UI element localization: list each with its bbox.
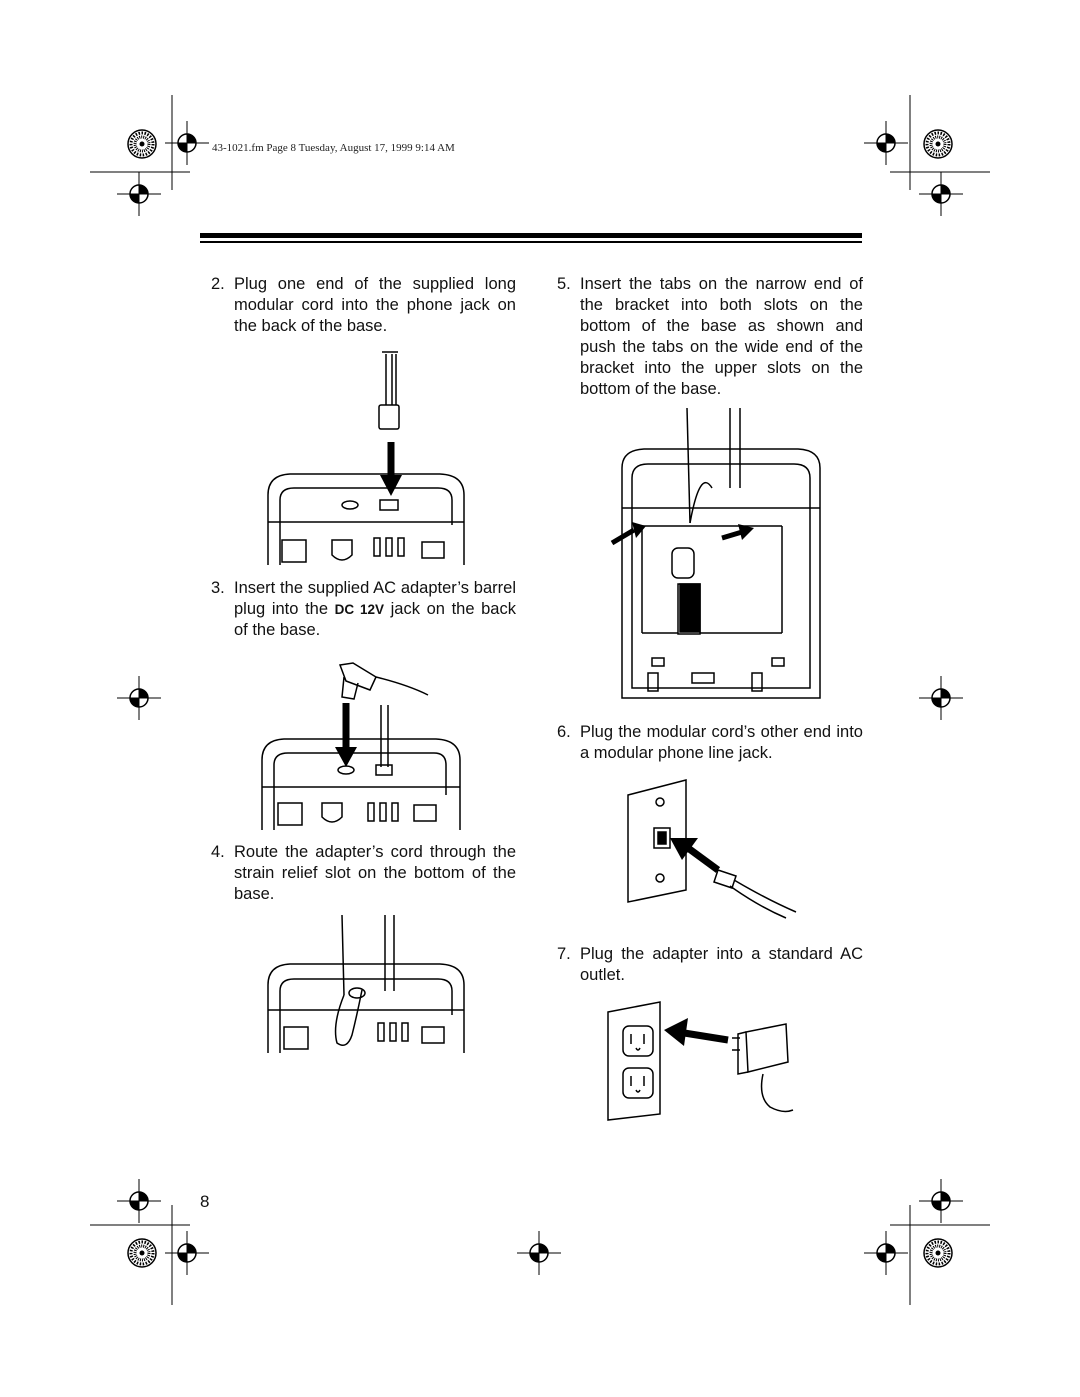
step-4: 4. Route the adapter’s cord through the … xyxy=(211,842,516,905)
step-text: Route the adapter’s cord through the str… xyxy=(234,843,516,903)
step-6: 6. Plug the modular cord’s other end int… xyxy=(557,722,863,764)
registration-mark-icon xyxy=(918,1178,964,1224)
step-number: 3. xyxy=(211,579,225,597)
bracket-illustration xyxy=(610,407,821,699)
step-text-before: Insert the supplied AC adapter’s barrel … xyxy=(234,579,516,618)
arrow-icon xyxy=(335,703,357,767)
page-number: 8 xyxy=(200,1192,210,1211)
arrow-icon xyxy=(610,522,646,546)
registration-mark-icon xyxy=(863,1230,909,1276)
header-rule-thin xyxy=(200,241,862,243)
wall-jack-illustration xyxy=(627,779,797,919)
registration-mark-icon xyxy=(863,120,909,166)
dc-12v-label: DC 12V xyxy=(334,602,384,617)
starburst-mark-icon xyxy=(126,1237,158,1269)
ac-outlet-illustration xyxy=(607,1001,794,1121)
starburst-mark-icon xyxy=(922,128,954,160)
strain-relief-illustration xyxy=(267,914,465,1053)
step-text: Plug one end of the supplied long modula… xyxy=(234,275,516,335)
header-rule-thick xyxy=(200,233,862,238)
phone-cord-illustration xyxy=(267,351,465,565)
registration-mark-icon xyxy=(116,675,162,721)
barrel-plug-illustration xyxy=(261,662,461,830)
step-number: 7. xyxy=(557,945,571,963)
arrow-icon xyxy=(721,524,754,541)
step-5: 5. Insert the tabs on the narrow end of … xyxy=(557,274,863,400)
step-text: Plug the modular cord’s other end into a… xyxy=(580,723,863,762)
step-3: 3. Insert the supplied AC adapter’s barr… xyxy=(211,578,516,641)
step-number: 2. xyxy=(211,275,225,293)
starburst-mark-icon xyxy=(126,128,158,160)
registration-mark-icon xyxy=(116,171,162,217)
registration-mark-icon xyxy=(918,675,964,721)
step-number: 6. xyxy=(557,723,571,741)
step-number: 4. xyxy=(211,843,225,861)
step-7: 7. Plug the adapter into a standard AC o… xyxy=(557,944,863,986)
arrow-icon xyxy=(670,838,721,873)
arrow-icon xyxy=(380,442,402,496)
step-2: 2. Plug one end of the supplied long mod… xyxy=(211,274,516,337)
step-number: 5. xyxy=(557,275,571,293)
step-text: Plug the adapter into a standard AC outl… xyxy=(580,945,863,984)
arrow-icon xyxy=(664,1018,729,1046)
registration-mark-icon xyxy=(116,1178,162,1224)
step-text-after: jack on the back of the base. xyxy=(234,600,516,639)
registration-mark-icon xyxy=(918,171,964,217)
registration-mark-icon xyxy=(516,1230,562,1276)
file-info-header: 43-1021.fm Page 8 Tuesday, August 17, 19… xyxy=(212,142,455,154)
starburst-mark-icon xyxy=(922,1237,954,1269)
step-text: Insert the tabs on the narrow end of the… xyxy=(580,275,863,398)
